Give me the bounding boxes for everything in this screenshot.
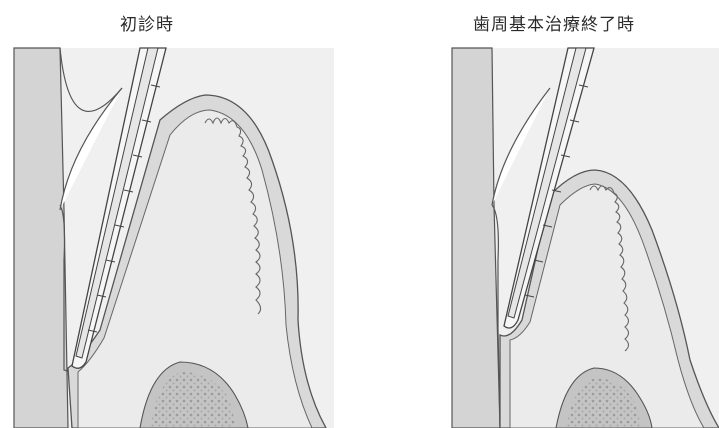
tooth-root xyxy=(452,48,500,428)
panel-initial-visit: 初診時 xyxy=(0,0,360,428)
panel-after-treatment: 歯周基本治療終了時 xyxy=(360,0,719,428)
periodontal-illustration-initial xyxy=(0,0,360,428)
periodontal-illustration-after xyxy=(360,0,719,428)
tooth-root xyxy=(14,48,68,428)
